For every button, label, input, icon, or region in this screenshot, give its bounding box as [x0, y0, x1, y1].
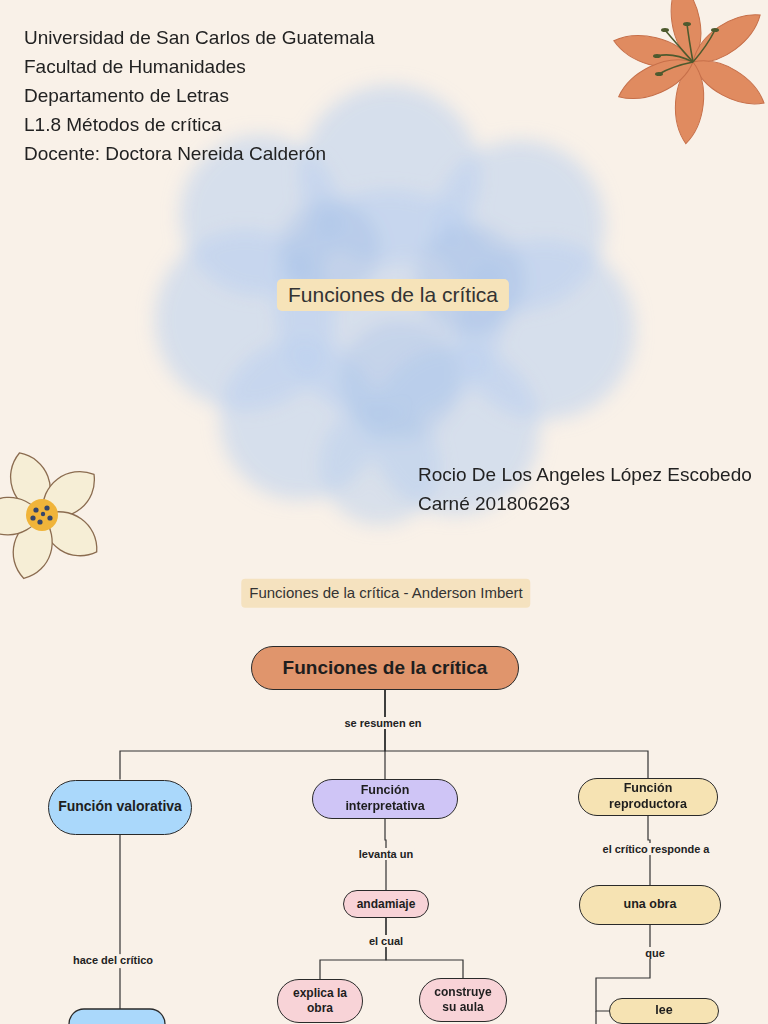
connector: [386, 918, 463, 978]
connector: [120, 690, 385, 780]
node-text: Función interpretativa: [321, 783, 449, 814]
concept-box: Función valorativa: [48, 780, 192, 835]
connector-line: [119, 834, 120, 1009]
node-text: explica la obra: [286, 986, 354, 1016]
header-line: L1.8 Métodos de crítica: [24, 113, 222, 137]
header-line: Facultad de Humanidades: [24, 55, 246, 79]
connector-label: que: [643, 947, 667, 959]
connector-label: levanta un: [357, 848, 415, 860]
connector-label: se resumen en: [342, 717, 423, 729]
connector: [385, 690, 648, 778]
node-text: andamiaje: [357, 897, 416, 912]
header-line: Departamento de Letras: [24, 84, 229, 108]
concept-box: una obra: [579, 885, 721, 925]
concept-box: construye su aula: [419, 978, 507, 1022]
concept-box: lee: [609, 998, 719, 1024]
node-text: Función reproductora: [587, 781, 709, 812]
connector-label: el crítico responde a: [601, 843, 712, 855]
node-text: lee: [655, 1003, 672, 1019]
connector: [320, 918, 386, 979]
cover-title: Funciones de la crítica: [277, 279, 509, 311]
concept-box: Funciones de la crítica: [251, 646, 519, 690]
node-text: Funciones de la crítica: [283, 656, 488, 680]
concept-box: Función interpretativa: [312, 779, 458, 819]
lily-flower: [610, 0, 768, 145]
connector-label: el cual: [367, 935, 405, 947]
header-line: Docente: Doctora Nereida Calderón: [24, 142, 326, 166]
node-text: una obra: [624, 897, 677, 913]
node-text: construye su aula: [428, 985, 498, 1015]
subtitle-pill: Funciones de la crítica - Anderson Imber…: [241, 579, 530, 608]
author-name: Rocio De Los Angeles López Escobedo: [418, 463, 752, 487]
cream-flower: [0, 447, 107, 584]
concept-box: andamiaje: [343, 890, 429, 918]
student-id: Carné 201806263: [418, 492, 570, 516]
node-text: Función valorativa: [58, 798, 182, 816]
concept-box: explica la obra: [277, 979, 363, 1023]
header-line: Universidad de San Carlos de Guatemala: [24, 26, 375, 50]
cut-off-box: [69, 1009, 165, 1024]
branch-line: [595, 1011, 596, 1024]
connector-label: hace del crítico: [71, 954, 155, 968]
concept-box: Función reproductora: [578, 778, 718, 816]
